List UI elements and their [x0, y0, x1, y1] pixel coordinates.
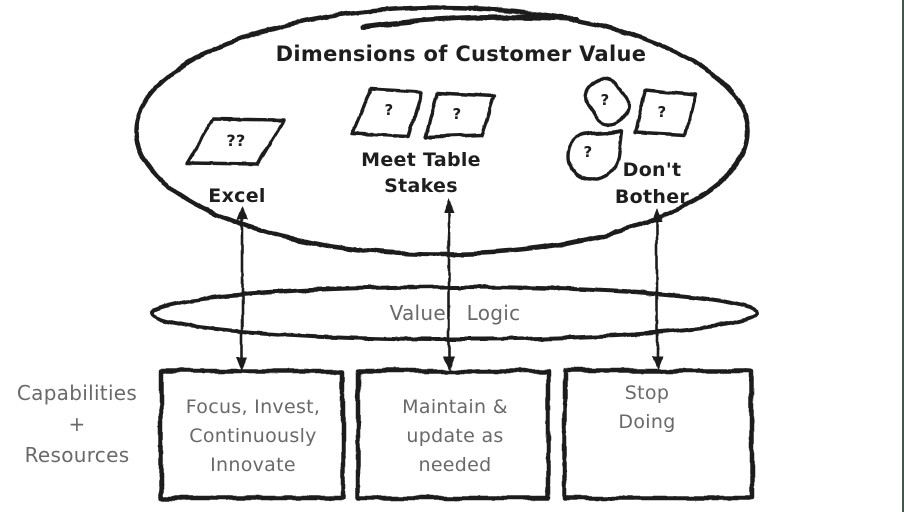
- diagram-title: Dimensions of Customer Value: [275, 42, 647, 66]
- slide-right-edge-line: [902, 0, 904, 512]
- dont-bother-question-mark-3: ?: [583, 143, 593, 161]
- arrow-excel-to-focus-box: [236, 206, 248, 370]
- maintain-box-line-3: needed: [418, 454, 492, 476]
- focus-box-line-1: Focus, Invest,: [185, 396, 321, 418]
- dont-bother-label-line-1: Don't: [622, 159, 682, 181]
- dont-bother-question-mark-2: ?: [657, 103, 667, 121]
- excel-label: Excel: [208, 185, 266, 207]
- dont-bother-question-mark-1: ?: [600, 91, 610, 109]
- stop-doing-box: [562, 368, 755, 501]
- dimensions-of-customer-value-ellipse: [133, 5, 751, 257]
- arrow-meet-table-stakes-to-maintain-box: [443, 199, 455, 370]
- focus-box-line-2: Continuously: [189, 425, 317, 447]
- value-logic-label: Value Logic: [389, 301, 521, 325]
- maintain-update-box-text: Maintain & update as needed: [402, 393, 508, 480]
- maintain-box-line-1: Maintain &: [402, 396, 508, 418]
- arrow-dont-bother-to-stop-box: [651, 208, 663, 370]
- maintain-update-box: [355, 368, 551, 501]
- excel-parallelogram: [185, 117, 286, 166]
- focus-invest-box-text: Focus, Invest, Continuously Innovate: [186, 393, 321, 480]
- capabilities-resources-line-3: Resources: [24, 443, 130, 467]
- meet-table-stakes-label: Meet Table Stakes: [361, 147, 481, 199]
- focus-box-line-3: Innovate: [210, 454, 296, 476]
- meet-table-stakes-parallelogram-1: [350, 87, 424, 138]
- stop-box-line-2: Doing: [618, 411, 676, 433]
- capabilities-resources-line-2: +: [68, 412, 86, 436]
- capabilities-resources-line-1: Capabilities: [16, 381, 138, 405]
- ellipse-sketch-overstroke: [360, 14, 581, 30]
- dont-bother-blob-2: [565, 128, 624, 181]
- maintain-box-line-2: update as: [406, 425, 504, 447]
- excel-question-marks: ??: [226, 131, 246, 150]
- dont-bother-label-line-2: Bother: [614, 186, 690, 208]
- meet-table-stakes-label-line-2: Stakes: [384, 175, 458, 197]
- dont-bother-parallelogram: [633, 88, 697, 137]
- meet-table-stakes-question-mark-1: ?: [384, 101, 394, 119]
- dont-bother-label: Don't Bother: [615, 157, 689, 211]
- meet-table-stakes-question-mark-2: ?: [452, 105, 462, 123]
- meet-table-stakes-label-line-1: Meet Table: [361, 149, 481, 171]
- stop-doing-box-text: Stop Doing: [618, 379, 675, 437]
- dont-bother-blob-1: [583, 77, 630, 126]
- capabilities-resources-label: Capabilities + Resources: [17, 378, 137, 471]
- value-logic-ellipse: [150, 285, 758, 341]
- stop-box-line-1: Stop: [624, 382, 670, 404]
- focus-invest-box: [158, 368, 346, 501]
- meet-table-stakes-parallelogram-2: [423, 91, 497, 139]
